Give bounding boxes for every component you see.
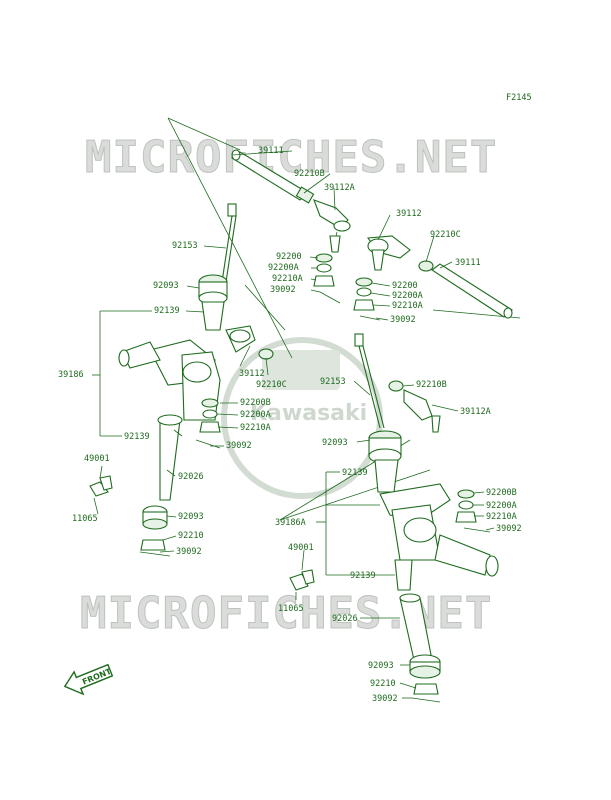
label-92093-left: 92093 — [153, 281, 179, 291]
label-92200b-right: 92200B — [486, 488, 517, 498]
watermark-logo-text: Kawasaki — [250, 401, 367, 426]
label-92093-left-2: 92093 — [178, 512, 204, 522]
label-39092-right: 39092 — [496, 524, 522, 534]
nut-stack-center — [313, 253, 341, 304]
label-92210c-mid: 92210C — [256, 380, 287, 390]
lower-left-parts — [89, 475, 171, 557]
kawasaki-logo-watermark: Kawasaki — [221, 337, 383, 499]
label-39111-top: 39111 — [258, 146, 284, 156]
label-92210a-a: 92210A — [272, 274, 303, 284]
front-arrow: FRONT — [63, 663, 114, 696]
label-92026-right: 92026 — [332, 614, 358, 624]
label-39112-mid: 39112 — [239, 369, 265, 379]
label-39112a-top: 39112A — [324, 183, 355, 193]
label-92200-b: 92200 — [392, 281, 418, 291]
label-92210b-mid: 92210B — [416, 380, 447, 390]
label-92210a-left: 92210A — [240, 423, 271, 433]
label-92093-right-2: 92093 — [368, 661, 394, 671]
leader-lines — [92, 150, 495, 699]
nut-stack-right — [353, 277, 381, 321]
label-39112-right: 39112 — [396, 209, 422, 219]
label-11065-left: 11065 — [72, 514, 98, 524]
label-92210c-right: 92210C — [430, 230, 461, 240]
label-39186a: 39186A — [275, 518, 306, 528]
label-92139-right-2: 92139 — [350, 571, 376, 581]
label-92200-a: 92200 — [276, 252, 302, 262]
diagram-id: F2145 — [506, 93, 532, 103]
label-39092-left: 39092 — [226, 441, 252, 451]
tie-rod-upper — [231, 149, 351, 253]
label-92093-mid: 92093 — [322, 438, 348, 448]
label-92200a-b: 92200A — [392, 291, 423, 301]
label-92139-left-2: 92139 — [124, 432, 150, 442]
bolt-92153-left — [221, 203, 237, 283]
tie-rod-right — [431, 263, 513, 319]
label-92153-top: 92153 — [172, 241, 198, 251]
label-92200b-left: 92200B — [240, 398, 271, 408]
label-92026-left: 92026 — [178, 472, 204, 482]
tie-rod-end-right — [366, 235, 434, 272]
knuckle-left — [118, 274, 256, 501]
label-39112a-mid: 39112A — [460, 407, 491, 417]
knuckle-right — [368, 430, 499, 661]
part-labels: 39111 92210B 39112A 39112 92210C 39111 9… — [58, 146, 522, 704]
label-92210-left: 92210 — [178, 531, 204, 541]
label-39092-b: 39092 — [390, 315, 416, 325]
label-49001-left: 49001 — [84, 454, 110, 464]
spacers-left — [195, 348, 274, 449]
label-92210-right: 92210 — [370, 679, 396, 689]
label-92210a-b: 92210A — [392, 301, 423, 311]
label-49001-right: 49001 — [288, 543, 314, 553]
label-92210b-top: 92210B — [294, 169, 325, 179]
bolt-92153-right — [354, 333, 385, 429]
label-39186: 39186 — [58, 370, 84, 380]
label-39092-a: 39092 — [270, 285, 296, 295]
label-11065-right: 11065 — [278, 604, 304, 614]
label-92139-right-1: 92139 — [342, 468, 368, 478]
label-92200a-a: 92200A — [268, 263, 299, 273]
lower-right-parts — [289, 569, 441, 703]
label-39092-right-2: 39092 — [372, 694, 398, 704]
label-92200a-left: 92200A — [240, 410, 271, 420]
watermark: MICROFICHES.NET MICROFICHES.NET Kawasaki — [80, 132, 497, 640]
label-92210a-right: 92210A — [486, 512, 517, 522]
label-92139-left-1: 92139 — [154, 306, 180, 316]
spacers-right — [455, 489, 491, 533]
tie-rod-end-right-lower — [388, 380, 441, 433]
label-92153-mid: 92153 — [320, 377, 346, 387]
watermark-text-top: MICROFICHES.NET — [85, 132, 497, 183]
label-39092-left-2: 39092 — [176, 547, 202, 557]
label-92200a-right: 92200A — [486, 501, 517, 511]
label-39111-right: 39111 — [455, 258, 481, 268]
